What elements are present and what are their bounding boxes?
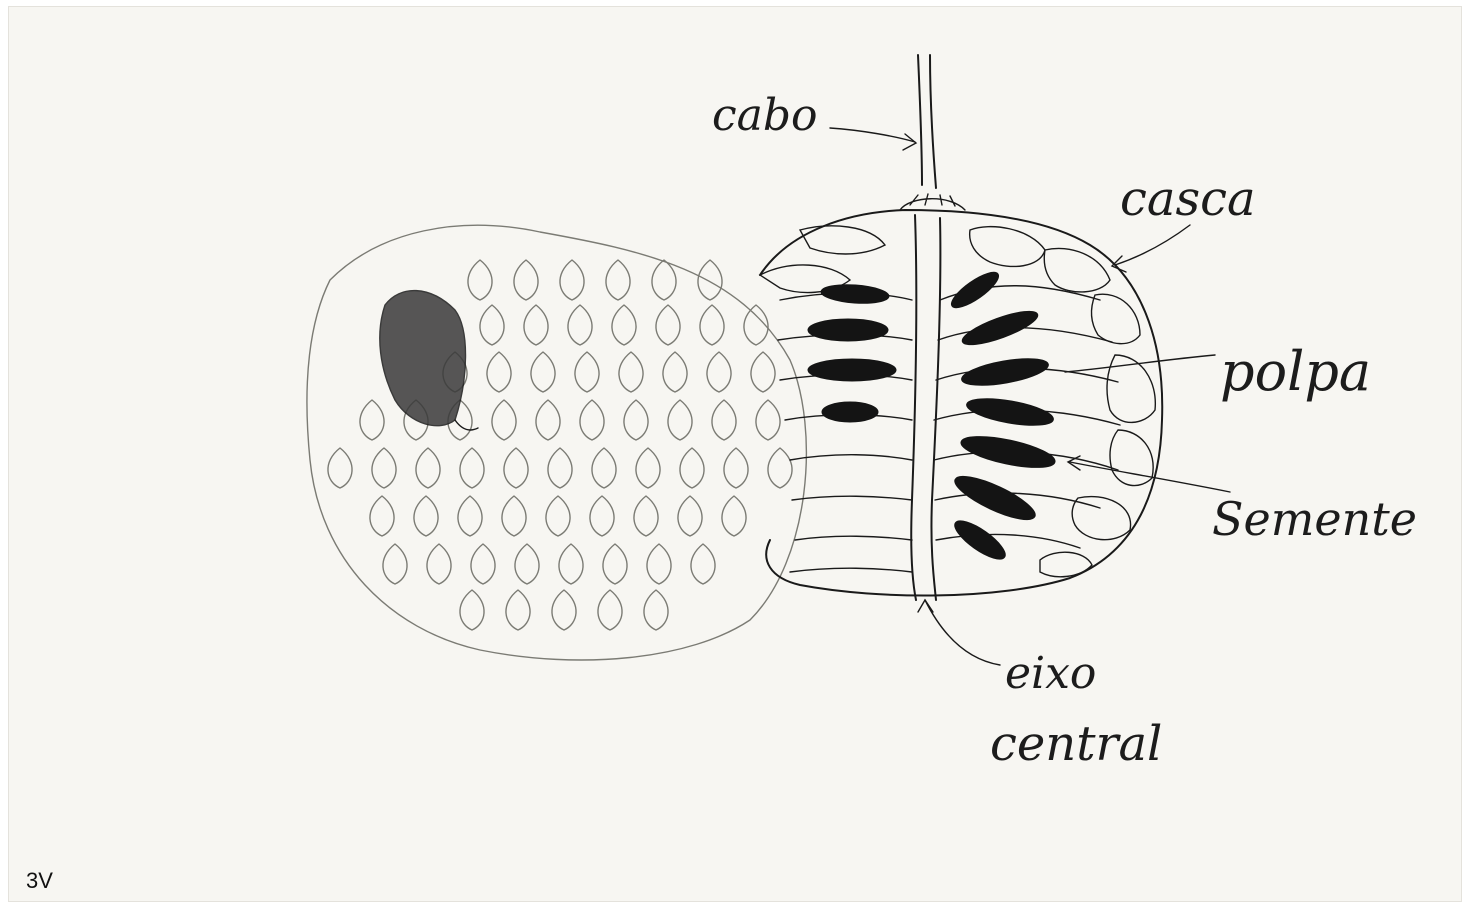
fruit-scale (624, 400, 648, 440)
fruit-scale (427, 544, 451, 584)
fruit-scale (619, 352, 643, 392)
seed (950, 515, 1011, 566)
seed (808, 319, 888, 341)
fruit-scale (514, 260, 538, 300)
label-eixo: eixo (1005, 648, 1096, 699)
seeds (808, 267, 1057, 566)
fruit-scale (768, 448, 792, 488)
fruit-scale (580, 400, 604, 440)
cut-fruit-ink (760, 55, 1162, 600)
fruit-scale (536, 400, 560, 440)
label-semente: Semente (1212, 492, 1417, 546)
fruit-scale (606, 260, 630, 300)
fruit-scale (712, 400, 736, 440)
leader-semente (1070, 462, 1230, 492)
labels: cabo casca polpa Semente eixo central (712, 90, 1417, 772)
leader-eixo (925, 600, 1000, 665)
seed (960, 354, 1050, 391)
seed (965, 394, 1055, 431)
fruit-scale (590, 496, 614, 536)
leader-polpa (1065, 355, 1215, 372)
fruit-scale (414, 496, 438, 536)
seed (950, 469, 1040, 528)
fruit-scale (531, 352, 555, 392)
fruit-scale (480, 305, 504, 345)
fruit-scale (548, 448, 572, 488)
fruit-scale (552, 590, 576, 630)
fruit-scale (372, 448, 396, 488)
fruit-scale (515, 544, 539, 584)
seed (822, 402, 878, 422)
label-cabo: cabo (712, 90, 818, 141)
fruit-scale (680, 448, 704, 488)
fruit-scale (460, 590, 484, 630)
whole-fruit-pencil (307, 225, 806, 660)
fruit-scale (612, 305, 636, 345)
fruit-scale (636, 448, 660, 488)
fruit-scale (575, 352, 599, 392)
fruit-scale (370, 496, 394, 536)
seed (820, 283, 889, 306)
fruit-scale (691, 544, 715, 584)
fruit-scale (722, 496, 746, 536)
leader-casca (1115, 225, 1190, 265)
fruit-scale (487, 352, 511, 392)
fruit-scale (383, 544, 407, 584)
label-casca: casca (1120, 171, 1256, 227)
fruit-scale (678, 496, 702, 536)
fruit-scale (559, 544, 583, 584)
fruit-scale (724, 448, 748, 488)
fruit-scale (560, 260, 584, 300)
fruit-scale (634, 496, 658, 536)
seed (947, 267, 1003, 314)
fruit-scale (652, 260, 676, 300)
fruit-scale (707, 352, 731, 392)
fruit-scale (416, 448, 440, 488)
fruit-scale (328, 448, 352, 488)
plate-number: 3V (26, 868, 53, 894)
fruit-scale (603, 544, 627, 584)
seed (959, 430, 1058, 473)
fruit-scale (458, 496, 482, 536)
fruit-scale (546, 496, 570, 536)
fruit-scale (663, 352, 687, 392)
fruit-scale (700, 305, 724, 345)
stem (918, 55, 936, 188)
fruit-scale (504, 448, 528, 488)
label-central: central (990, 716, 1162, 772)
fruit-scale (506, 590, 530, 630)
fruit-scale (360, 400, 384, 440)
fruit-scale (644, 590, 668, 630)
fruit-scale (656, 305, 680, 345)
fruit-scale (668, 400, 692, 440)
fruit-scale (471, 544, 495, 584)
fruit-scale (568, 305, 592, 345)
cut-window (380, 291, 466, 426)
fruit-scale (592, 448, 616, 488)
fruit-scale (756, 400, 780, 440)
fruit-scale (524, 305, 548, 345)
fruit-scale (698, 260, 722, 300)
label-polpa: polpa (1220, 340, 1371, 403)
fruit-scale (492, 400, 516, 440)
fruit-scale (502, 496, 526, 536)
leader-cabo (830, 128, 915, 142)
fruit-scale (647, 544, 671, 584)
fruit-scale (751, 352, 775, 392)
fruit-scale (598, 590, 622, 630)
seed (808, 359, 896, 381)
central-axis (911, 215, 940, 600)
fruit-scale (468, 260, 492, 300)
fruit-scale (460, 448, 484, 488)
